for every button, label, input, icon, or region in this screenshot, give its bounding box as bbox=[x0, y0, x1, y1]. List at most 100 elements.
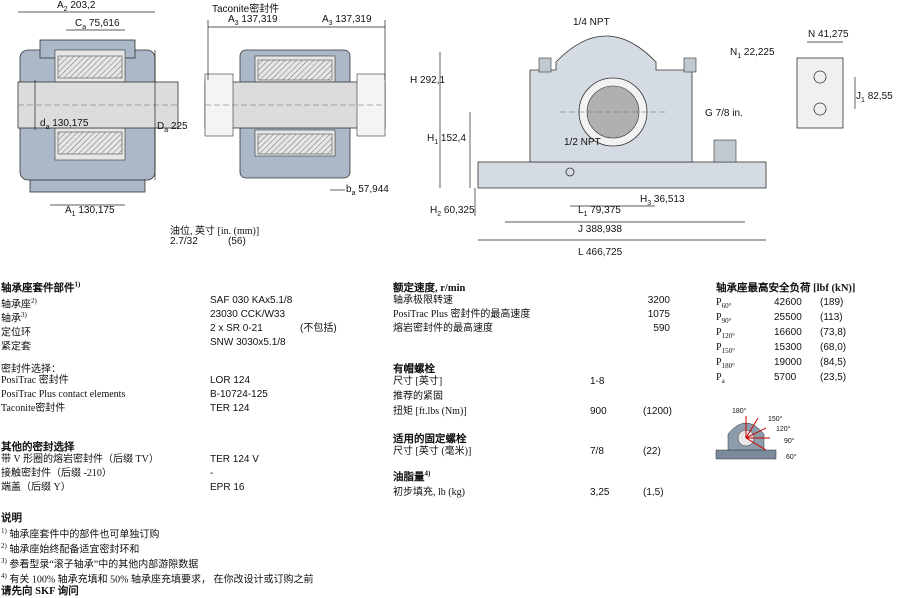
parts-row-label: 紧定套 bbox=[1, 336, 31, 353]
cap-bolt-row-value2: (1200) bbox=[643, 406, 672, 417]
grease-row-value: 3,25 bbox=[590, 487, 610, 498]
speed-row-value: 3200 bbox=[647, 295, 670, 306]
parts-row-label-text: 轴承 bbox=[1, 313, 21, 325]
other-seal-row-label: 端盖（后缀 Y） bbox=[1, 482, 71, 493]
load-row-lbf: 5700 bbox=[774, 372, 797, 383]
dim-h: H 292,1 bbox=[410, 75, 446, 86]
load-row-label: Pa bbox=[716, 371, 725, 385]
parts-row-label-sup: 2) bbox=[31, 297, 37, 305]
note-sup: 1) bbox=[1, 527, 7, 535]
other-seal-row-value: - bbox=[210, 468, 214, 479]
speed-row-label: 轴承极限转速 bbox=[393, 295, 453, 306]
grease-row-label: 初步填充, lb (kg) bbox=[393, 487, 465, 498]
load-row-lbf: 19000 bbox=[774, 357, 802, 368]
other-seal-row-label: 接触密封件（后缀 -210） bbox=[1, 468, 112, 479]
dim-g: G 7/8 in. bbox=[705, 108, 743, 119]
parts-row-label-text: 紧定套 bbox=[1, 341, 31, 353]
dim-j: J 388,938 bbox=[578, 224, 622, 235]
load-sub: 60° bbox=[721, 302, 732, 310]
note-row: 3) 参看型录“滚子轴承”中的其他内部游隙数据 bbox=[1, 554, 199, 571]
dim-da-outer: Da 225 bbox=[157, 121, 188, 134]
seal-row-label: PosiTrac Plus contact elements bbox=[1, 389, 126, 400]
load-p: P bbox=[716, 342, 722, 353]
housing-front-view bbox=[439, 35, 767, 241]
angle-120: 120° bbox=[776, 426, 791, 433]
angle-90: 90° bbox=[784, 438, 795, 445]
dim-a2: A2 203,2 bbox=[57, 0, 96, 13]
parts-row-label-text: 定位环 bbox=[1, 327, 31, 339]
load-sub: 120° bbox=[721, 332, 735, 340]
load-row-kn: (73,8) bbox=[820, 327, 847, 338]
dim-npt-mid: 1/2 NPT bbox=[564, 137, 601, 148]
load-row-lbf: 16600 bbox=[774, 327, 802, 338]
seal-row-label: Taconite密封件 bbox=[1, 403, 66, 414]
other-seal-row-value: TER 124 V bbox=[210, 454, 259, 465]
dim-ba: ba 57,944 bbox=[346, 184, 389, 197]
loads-title: 轴承座最高安全负荷 [lbf (kN)] bbox=[716, 283, 856, 294]
load-sub: 90° bbox=[721, 317, 732, 325]
load-row-label: P90° bbox=[716, 311, 731, 325]
technical-drawing bbox=[17, 11, 856, 241]
notes-title: 说明 bbox=[1, 513, 22, 524]
dim-da-bore: da 130,175 bbox=[40, 118, 89, 131]
parts-row-note: (不包括) bbox=[300, 323, 337, 334]
other-seal-row-value: EPR 16 bbox=[210, 482, 245, 493]
note-sup: 4) bbox=[1, 572, 7, 580]
angle-180: 180° bbox=[732, 408, 747, 415]
dim-h3: H3 36,513 bbox=[640, 194, 685, 207]
load-row-lbf: 42600 bbox=[774, 297, 802, 308]
grease-row-value2: (1,5) bbox=[643, 487, 664, 498]
load-p: P bbox=[716, 297, 722, 308]
seal-row-label: PosiTrac 密封件 bbox=[1, 375, 69, 386]
seal-select-title: 密封件选择： bbox=[1, 364, 61, 375]
load-row-kn: (23,5) bbox=[820, 372, 847, 383]
load-row-label: P120° bbox=[716, 326, 735, 340]
fixing-bolts-title: 适用的固定螺栓 bbox=[393, 434, 467, 445]
dim-a1: A1 130,175 bbox=[65, 205, 115, 218]
cap-bolts-title: 有帽螺栓 bbox=[393, 364, 435, 375]
parts-row-label-text: 轴承座 bbox=[1, 299, 31, 311]
angle-60: 60° bbox=[786, 454, 797, 461]
load-sub: a bbox=[721, 377, 725, 385]
note-text: 参看型录“滚子轴承”中的其他内部游隙数据 bbox=[9, 559, 199, 571]
note-text: 轴承座始终配备适宜密封环和 bbox=[9, 544, 140, 556]
taconite-section-view bbox=[204, 20, 386, 191]
oil-level-label: 油位, 英寸 [in. (mm)] bbox=[170, 226, 260, 237]
other-seals-title: 其他的密封选择 bbox=[1, 442, 75, 453]
speed-row-value: 590 bbox=[653, 323, 670, 334]
parts-row-value: SAF 030 KAx5.1/8 bbox=[210, 295, 293, 306]
note-sup: 2) bbox=[1, 542, 7, 550]
load-row-kn: (113) bbox=[820, 312, 843, 323]
dim-l: L 466,725 bbox=[578, 247, 623, 258]
load-row-label: P60° bbox=[716, 296, 731, 310]
angle-150: 150° bbox=[768, 416, 783, 423]
dim-j1: J1 82,55 bbox=[856, 91, 893, 104]
foot-detail-view bbox=[796, 41, 856, 129]
dim-ca: Ca 75,616 bbox=[75, 18, 120, 31]
load-p: P bbox=[716, 327, 722, 338]
parts-row-label: 轴承3) bbox=[1, 308, 27, 325]
note-row: 1) 轴承座套件中的部件也可单独订购 bbox=[1, 524, 160, 541]
dim-a3-left: A3 137,319 bbox=[228, 14, 278, 27]
grease-title: 油脂量4) bbox=[393, 469, 431, 484]
seal-row-value: TER 124 bbox=[210, 403, 250, 414]
load-angle-icon: 180° 150° 120° 90° 60° bbox=[712, 406, 802, 466]
parts-row-label-sup: 3) bbox=[21, 311, 27, 319]
load-row-label: P180° bbox=[716, 356, 735, 370]
parts-title: 轴承座套件部件1) bbox=[1, 280, 81, 295]
load-row-kn: (189) bbox=[820, 297, 844, 308]
speed-row-label: PosiTrac Plus 密封件的最高速度 bbox=[393, 309, 531, 320]
fixing-bolt-row-label: 尺寸 [英寸 (毫米)] bbox=[393, 446, 472, 457]
cap-bolt-row-value: 1-8 bbox=[590, 376, 605, 387]
load-row-kn: (68,0) bbox=[820, 342, 847, 353]
speed-row-label: 熔岩密封件的最高速度 bbox=[393, 323, 493, 334]
note-text: 有关 100% 轴承充填和 50% 轴承座充填要求， 在你改设计或订购之前 bbox=[9, 574, 314, 586]
load-row-lbf: 15300 bbox=[774, 342, 802, 353]
load-sub: 180° bbox=[721, 362, 735, 370]
other-seal-row-label: 带 V 形圈的熔岩密封件（后缀 TV） bbox=[1, 454, 159, 465]
cap-bolt-row-label: 扭矩 [ft.lbs (Nm)] bbox=[393, 406, 467, 417]
note-text: 轴承座套件中的部件也可单独订购 bbox=[9, 529, 160, 541]
notes-contact: 请先向 SKF 询问 bbox=[1, 586, 79, 597]
cap-bolt-row-label: 尺寸 [英寸] bbox=[393, 376, 443, 387]
dim-n: N 41,275 bbox=[808, 29, 849, 40]
